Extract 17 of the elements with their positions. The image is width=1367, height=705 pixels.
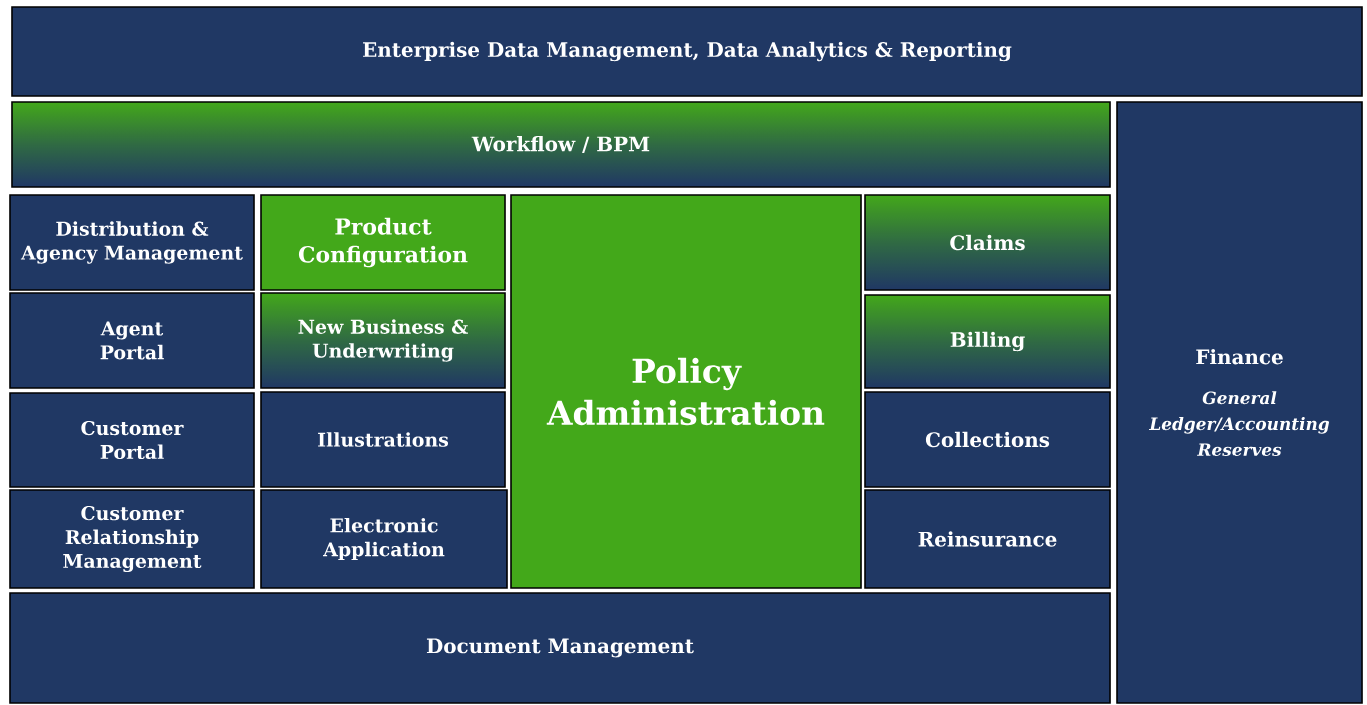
module-box: Enterprise Data Management, Data Analytics & Reporting xyxy=(11,6,1363,97)
module-box: Agent Portal xyxy=(9,292,255,389)
module-box: Policy Administration xyxy=(510,194,862,589)
module-box: Product Configuration xyxy=(260,194,506,291)
module-box: New Business & Underwriting xyxy=(260,292,506,389)
module-box: Billing xyxy=(864,294,1111,389)
module-box: Collections xyxy=(864,391,1111,488)
module-box: Claims xyxy=(864,194,1111,291)
module-box: Customer Relationship Management xyxy=(9,489,255,589)
module-box: Reinsurance xyxy=(864,489,1111,589)
module-box: Document Management xyxy=(9,592,1111,704)
module-box: Finance General Ledger/Accounting Reserves xyxy=(1116,101,1363,704)
module-box: Workflow / BPM xyxy=(11,101,1111,188)
module-box: Customer Portal xyxy=(9,392,255,488)
module-box: Illustrations xyxy=(260,391,506,488)
module-box: Electronic Application xyxy=(260,489,508,589)
module-box: Distribution & Agency Management xyxy=(9,194,255,291)
